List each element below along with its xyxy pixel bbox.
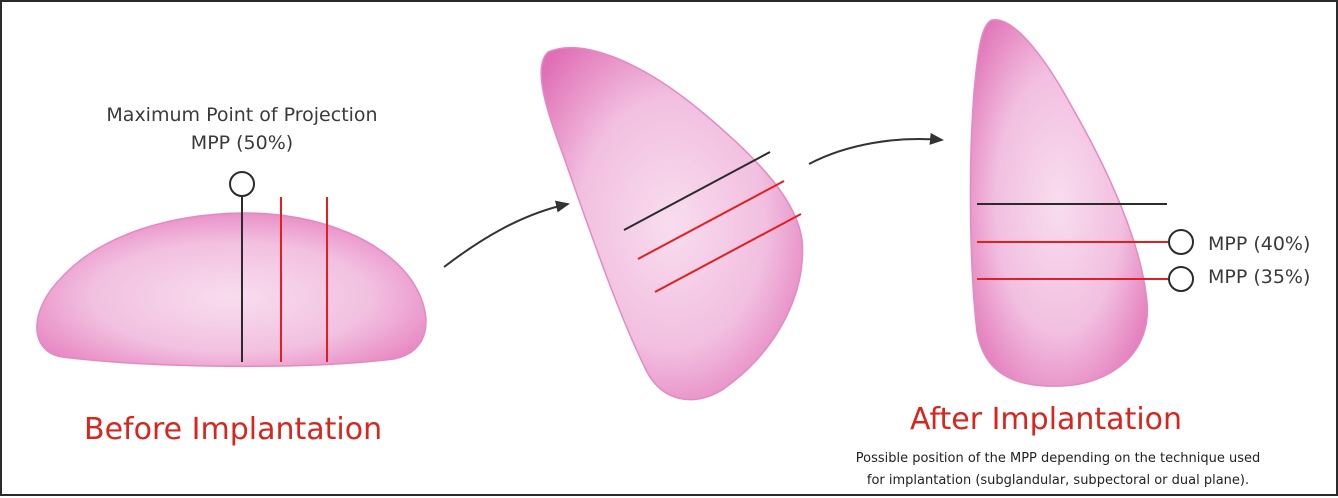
mpp-35-label: MPP (35%) <box>1208 266 1310 288</box>
mpp-title-line2: MPP (50%) <box>2 130 482 157</box>
implant-before-dome <box>37 213 426 366</box>
caption-line-1: Possible position of the MPP depending o… <box>798 448 1318 470</box>
after-implantation-title: After Implantation <box>910 402 1182 437</box>
mpp-40-label: MPP (40%) <box>1208 233 1310 255</box>
arrow-1 <box>444 204 568 267</box>
implant-middle-teardrop <box>541 48 802 400</box>
caption-line-2: for implantation (subglandular, subpecto… <box>798 470 1318 492</box>
arrow-2 <box>809 139 942 164</box>
before-implantation-title: Before Implantation <box>84 412 382 447</box>
implant-after-teardrop <box>970 20 1147 386</box>
mpp-title-line1: Maximum Point of Projection <box>2 102 482 129</box>
mpp-40-circle <box>1169 230 1193 254</box>
mpp-35-circle <box>1169 267 1193 291</box>
mpp-marker-circle <box>230 172 254 196</box>
